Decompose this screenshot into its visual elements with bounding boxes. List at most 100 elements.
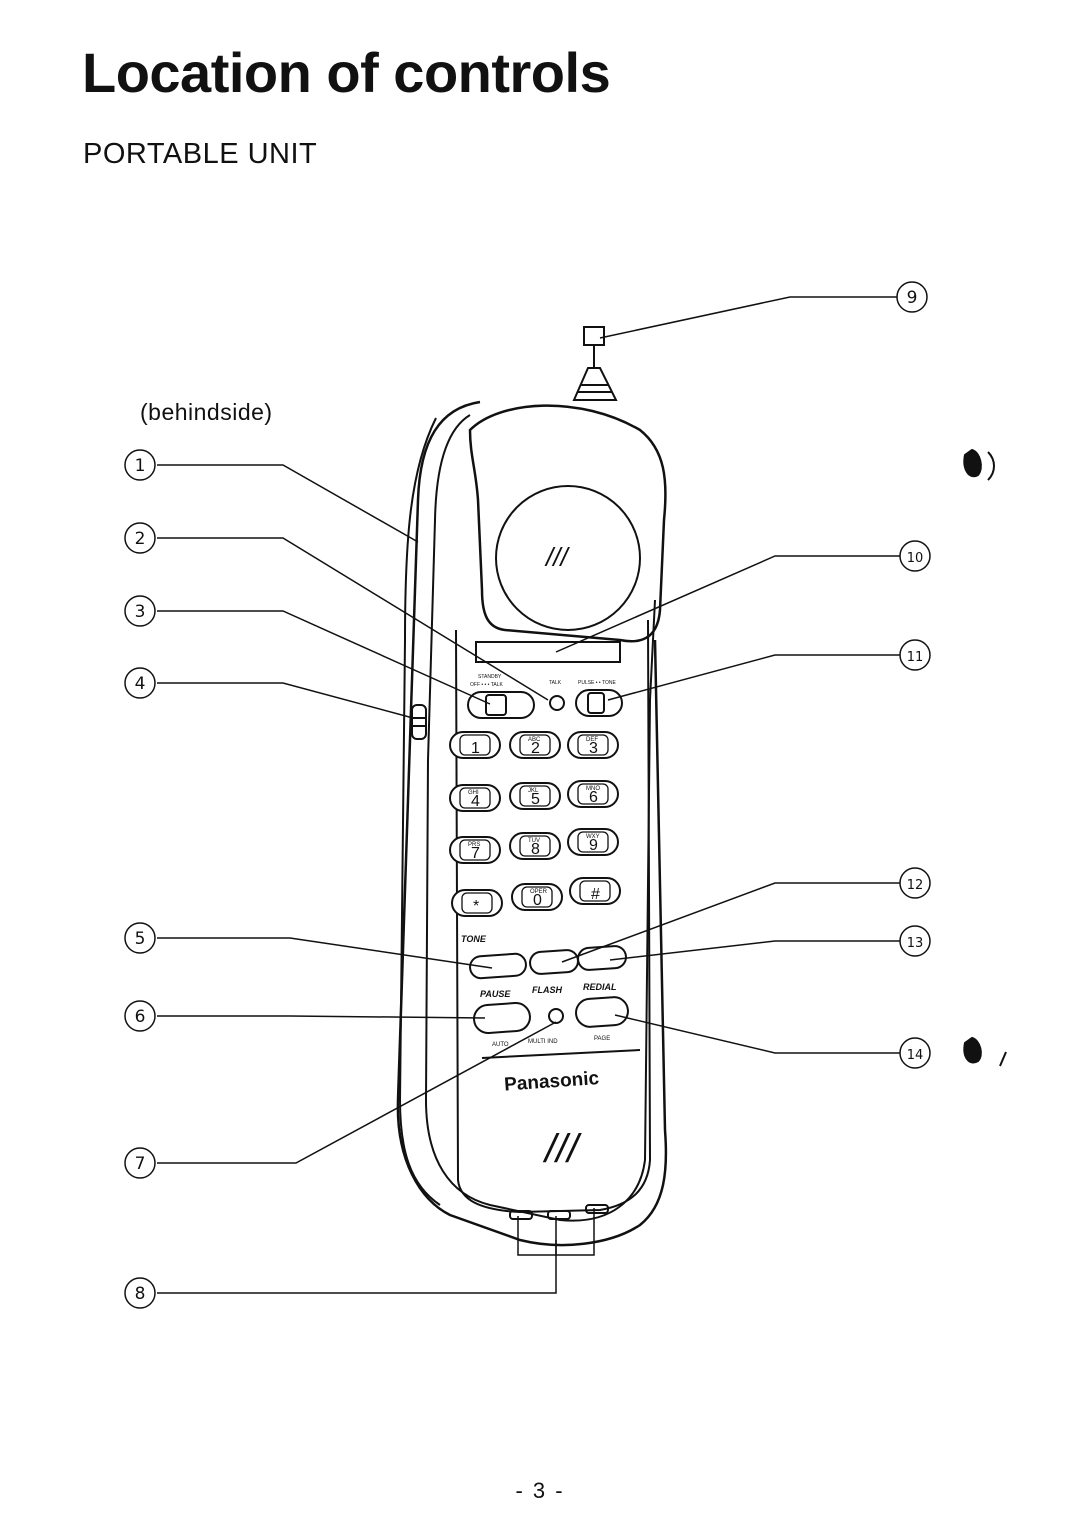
callout-8: 8 xyxy=(124,1277,156,1309)
key-sub-label: WXY xyxy=(586,834,600,840)
callout-12: 12 xyxy=(899,867,931,899)
callout-2: 2 xyxy=(124,522,156,554)
callout-13: 13 xyxy=(899,925,931,957)
key-label: 5 xyxy=(531,791,540,808)
function-buttons: TONE PAUSE FLASH REDIAL AUTO MULTI IND P… xyxy=(461,934,629,1048)
callout-number: 8 xyxy=(135,1284,146,1304)
callout-number: 12 xyxy=(907,878,924,893)
callout-number: 3 xyxy=(135,602,146,622)
key-label: # xyxy=(591,886,600,903)
off-talk-label: OFF • • • TALK xyxy=(470,682,504,688)
callout-number: 9 xyxy=(907,288,918,308)
callout-number: 6 xyxy=(135,1007,146,1027)
redial-button[interactable] xyxy=(577,945,627,971)
callout-number: 13 xyxy=(907,936,924,951)
earpiece-cap xyxy=(468,404,667,643)
key-sub-label: MNO xyxy=(586,786,600,792)
pulse-tone-switch[interactable] xyxy=(575,689,623,717)
key-label: 4 xyxy=(471,793,480,810)
callout-10: 10 xyxy=(899,540,931,572)
callout-11: 11 xyxy=(899,639,931,671)
flash-button[interactable] xyxy=(529,949,579,975)
behindside-label: (behindside) xyxy=(140,399,273,425)
top-switch-row: STANDBY OFF • • • TALK TALK PULSE • • TO… xyxy=(467,674,623,719)
display-window xyxy=(475,641,621,663)
key-sub-label: OPER xyxy=(530,889,548,895)
standby-label: STANDBY xyxy=(478,674,502,680)
pause-label: PAUSE xyxy=(480,989,511,999)
key-label: * xyxy=(473,898,479,915)
callout-3: 3 xyxy=(124,595,156,627)
brand-logo: Panasonic xyxy=(503,1068,600,1096)
section-subtitle: PORTABLE UNIT xyxy=(83,138,318,170)
standby-switch[interactable] xyxy=(467,691,535,719)
key-label: 8 xyxy=(531,841,540,858)
callout-number: 1 xyxy=(135,456,146,476)
multi-ind-label: MULTI IND xyxy=(528,1039,558,1045)
key-sub-label: JKL xyxy=(528,788,539,794)
handset xyxy=(396,400,668,1247)
callout-number: 4 xyxy=(135,674,146,694)
phone-diagram: /// STANDBY OFF • • • TALK TALK PULSE • … xyxy=(124,281,1007,1309)
page-label: PAGE xyxy=(594,1036,610,1042)
earpiece-speaker xyxy=(495,485,641,631)
charge-contact-2 xyxy=(547,1210,571,1220)
antenna-tip xyxy=(583,326,605,346)
talk-indicator-label: TALK xyxy=(549,680,562,686)
callout-9: 9 xyxy=(896,281,928,313)
handset-side-edge xyxy=(398,417,441,1206)
callout-14: 14 xyxy=(899,1037,931,1069)
pause-button[interactable] xyxy=(469,952,527,980)
callout-7: 7 xyxy=(124,1147,156,1179)
key-label: 7 xyxy=(471,845,480,862)
callout-number: 14 xyxy=(907,1048,924,1063)
margin-mark-b xyxy=(963,1036,982,1064)
key-hash[interactable]: # xyxy=(569,877,621,905)
flash-label: FLASH xyxy=(532,985,562,995)
key-star[interactable]: * xyxy=(451,889,503,917)
handset-front-face xyxy=(424,414,656,1222)
margin-mark-a xyxy=(963,448,982,478)
page-title: Location of controls xyxy=(82,41,611,104)
key-sub-label: DEF xyxy=(586,737,598,743)
key-1[interactable]: 1 xyxy=(449,731,501,759)
callout-number: 5 xyxy=(135,929,146,949)
ringer-switch[interactable] xyxy=(411,704,427,740)
callout-number: 11 xyxy=(907,650,924,665)
charge-contact-3 xyxy=(585,1204,609,1214)
callout-5: 5 xyxy=(124,922,156,954)
callout-number: 10 xyxy=(907,551,924,566)
antenna xyxy=(572,326,618,401)
key-label: 6 xyxy=(589,789,598,806)
callout-number: 2 xyxy=(135,529,146,549)
key-label: 9 xyxy=(589,837,598,854)
page-button[interactable] xyxy=(575,996,629,1028)
key-sub-label: TUV xyxy=(528,838,540,844)
talk-indicator xyxy=(549,695,565,711)
key-label: 2 xyxy=(531,740,540,757)
pulse-tone-label: PULSE • • TONE xyxy=(578,680,616,686)
callout-6: 6 xyxy=(124,1000,156,1032)
auto-label: AUTO xyxy=(492,1042,509,1048)
key-label: 3 xyxy=(589,740,598,757)
mouthpiece-grille-mark: /// xyxy=(542,1127,582,1171)
charge-contact-1 xyxy=(509,1210,533,1220)
auto-button[interactable] xyxy=(473,1002,531,1034)
leader-lines xyxy=(157,296,901,1294)
key-label: 0 xyxy=(533,892,542,909)
key-label: 1 xyxy=(471,740,480,757)
callout-number: 7 xyxy=(135,1154,146,1174)
key-sub-label: GHI xyxy=(468,790,479,796)
page-number: - 3 - xyxy=(515,1478,565,1503)
